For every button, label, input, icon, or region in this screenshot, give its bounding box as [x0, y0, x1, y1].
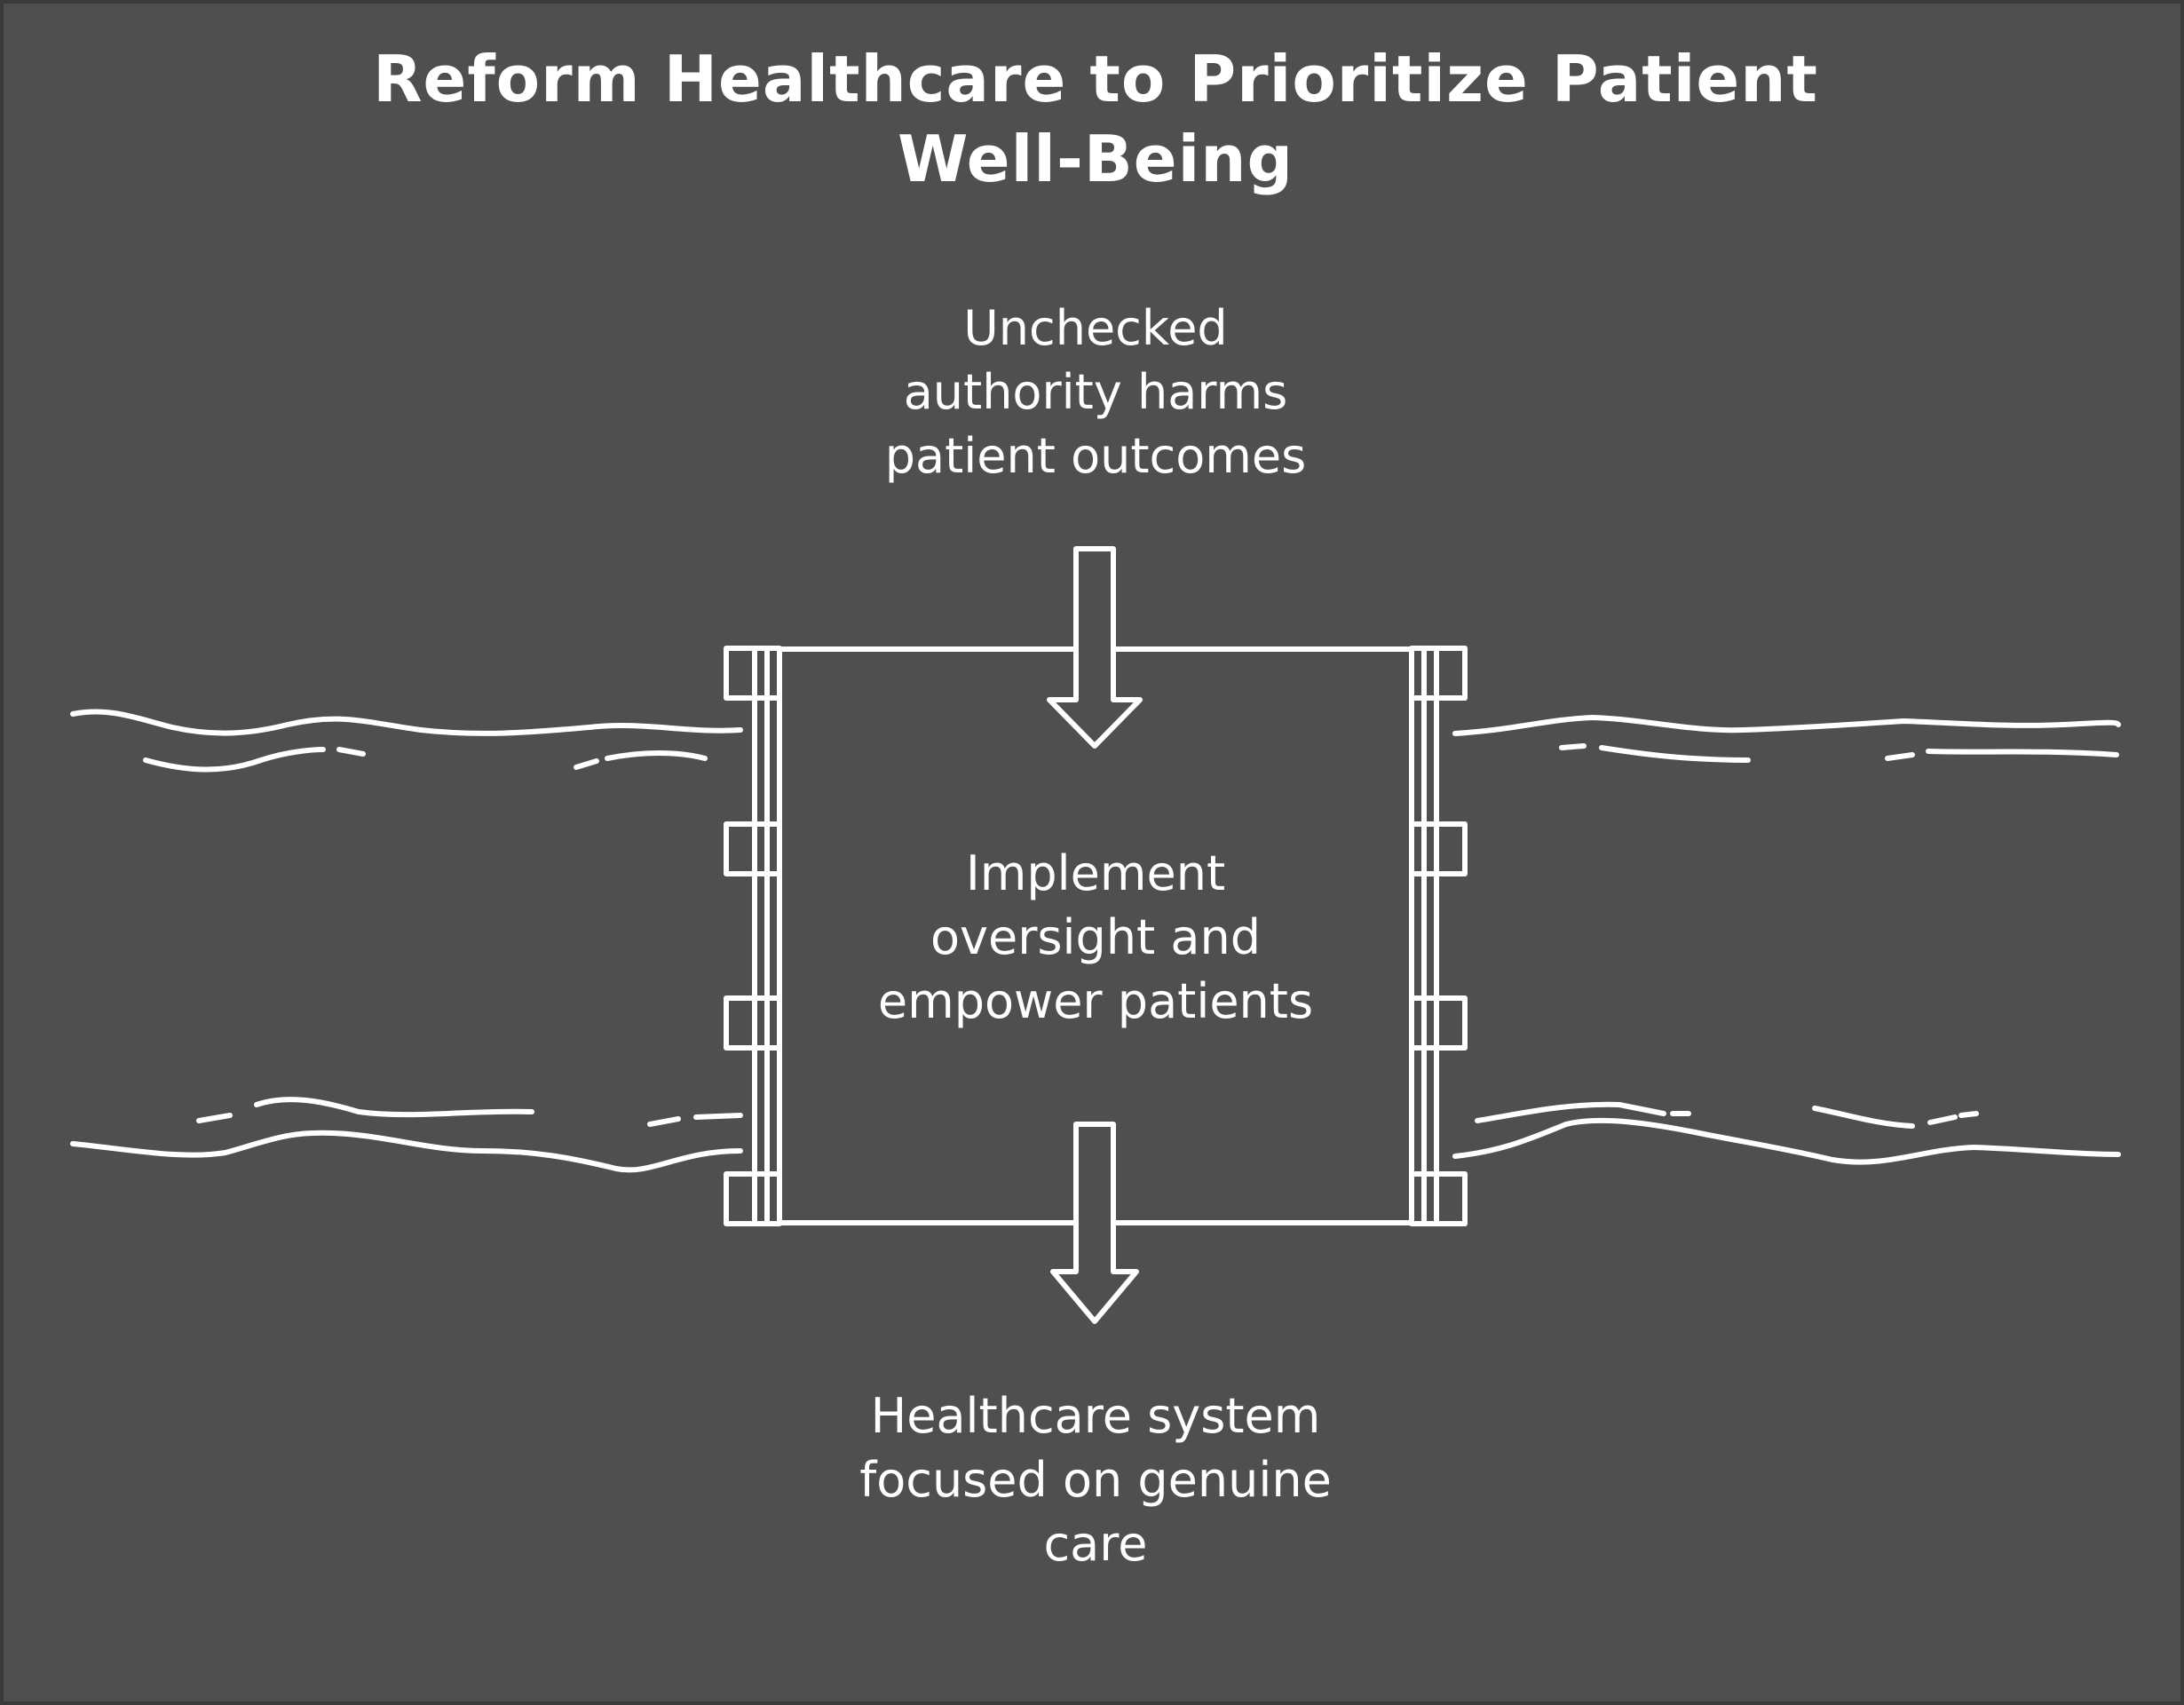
- river-waves-right-icon: [1452, 715, 2121, 1165]
- dam-gate-icon: [724, 646, 1468, 1226]
- diagram-title: Reform Healthcare to Prioritize Patient …: [373, 42, 1818, 196]
- arrow-in-icon: [1047, 546, 1143, 749]
- river-waves-left-icon: [70, 709, 743, 1173]
- arrow-out-icon: [1050, 1122, 1139, 1324]
- solution-label: Implement oversight and empower patients: [877, 845, 1314, 1029]
- outcome-label: Healthcare system focused on genuine car…: [859, 1388, 1332, 1572]
- problem-label: Unchecked authority harms patient outcom…: [884, 300, 1307, 484]
- river-dam-illustration: [70, 546, 2121, 1324]
